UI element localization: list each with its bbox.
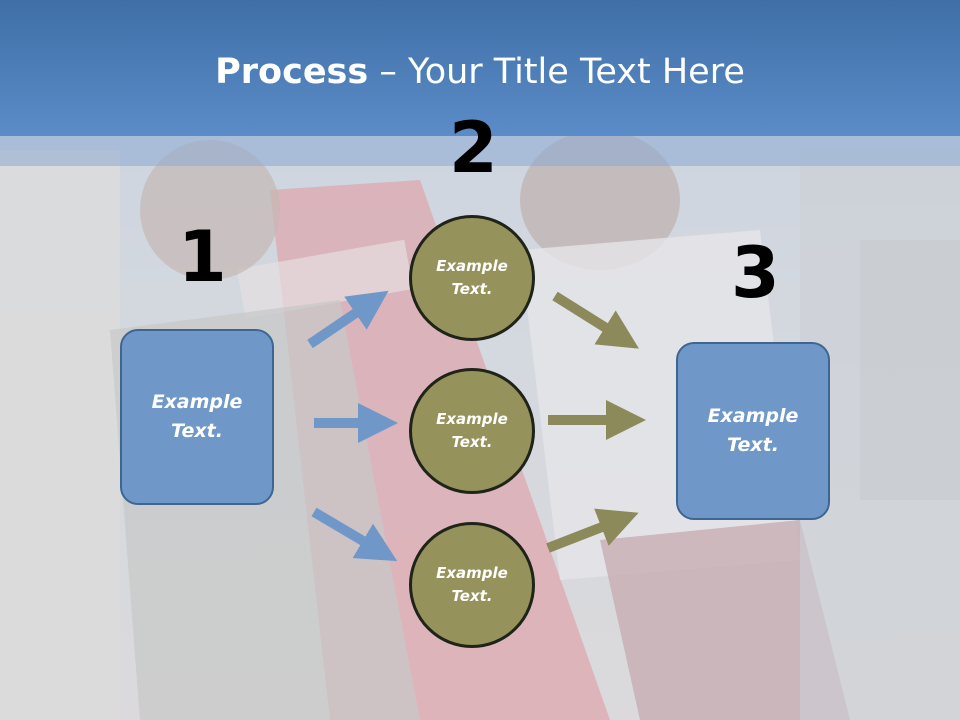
slide-title-rest: – Your Title Text Here [368, 52, 745, 92]
circle-middle-line2: Text. [451, 433, 493, 451]
slide-title-bold: Process [215, 52, 369, 92]
arrow-left-to-top [307, 290, 389, 349]
step-number-2: 2 [449, 107, 498, 189]
right-box: Example Text. [676, 342, 830, 520]
left-box-line1: Example [151, 391, 243, 413]
arrow-top-to-right [552, 291, 639, 349]
right-box-line1: Example [707, 405, 799, 427]
circle-middle: Example Text. [409, 368, 535, 494]
circle-bottom-line2: Text. [451, 587, 493, 605]
arrow-bottom-to-right [546, 508, 639, 553]
circle-top: Example Text. [409, 215, 535, 341]
circle-bottom-line1: Example [436, 564, 508, 582]
circle-top-line2: Text. [451, 280, 493, 298]
step-number-3: 3 [731, 232, 780, 314]
left-box-line2: Text. [171, 420, 223, 442]
left-box: Example Text. [120, 329, 274, 505]
step-number-1: 1 [178, 216, 227, 298]
title-bar [0, 0, 960, 136]
arrow-left-to-bottom [311, 507, 398, 562]
right-box-line2: Text. [727, 434, 779, 456]
circle-middle-line1: Example [436, 410, 508, 428]
slide-title: Process – Your Title Text Here [0, 52, 960, 92]
circle-bottom: Example Text. [409, 522, 535, 648]
title-band [0, 136, 960, 166]
circle-top-line1: Example [436, 257, 508, 275]
